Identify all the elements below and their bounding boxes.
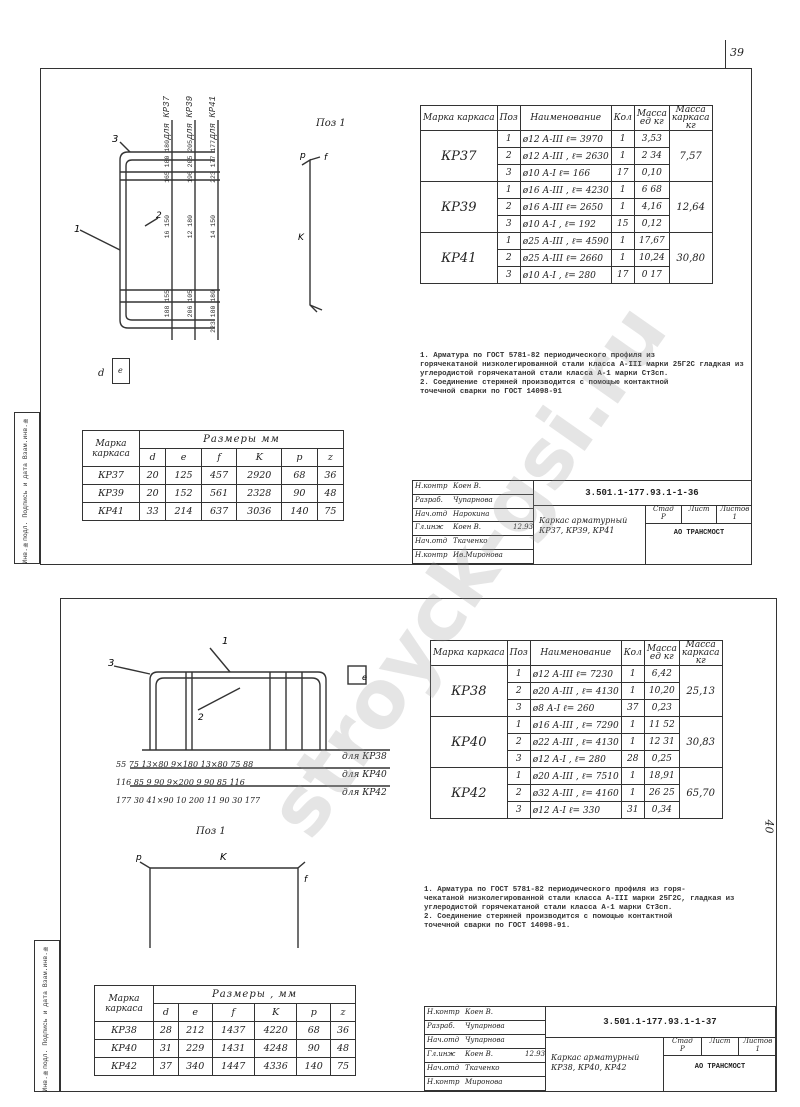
side-stamp-bottom: Инв.№подл. Подпись и дата Взам.инв.№	[34, 940, 60, 1092]
vdim-kp39: для КР39	[185, 96, 195, 140]
label-k: K	[298, 233, 305, 243]
title-block-person: Разраб.Чупарнова	[425, 1021, 545, 1035]
notes-top: 1. Арматура по ГОСТ 5781-82 периодическо…	[420, 352, 744, 396]
label-2-bottom: 2	[198, 713, 204, 723]
notes-bottom: 1. Арматура по ГОСТ 5781-82 периодическо…	[424, 886, 735, 930]
label-p: p	[299, 151, 306, 161]
pos1-label-top: Поз 1	[316, 118, 346, 129]
pos1-label-bottom: Поз 1	[196, 826, 226, 837]
title-block-person: Разраб.Чупарнова	[413, 495, 533, 509]
vdim-value: 14 150	[210, 215, 217, 239]
vdim-value: 16 150	[164, 215, 171, 239]
rebar-cage-drawing-top: 1 2 3 p f K	[74, 120, 329, 340]
label-k-bottom: K	[220, 852, 228, 863]
side-stamp-top: Инв.№подл. Подпись и дата Взам.инв.№	[14, 412, 40, 564]
label-f: f	[324, 153, 329, 163]
label-e-bottom: e	[362, 673, 367, 682]
vdim-kp37: для КР37	[162, 96, 172, 140]
vdim-value: 165 180 180	[164, 140, 171, 183]
vdim-value: 196 205 205	[187, 140, 194, 183]
label-3: 3	[112, 134, 118, 145]
vdim-value: 12 180	[187, 215, 194, 239]
page-number-bottom: 40	[762, 819, 776, 834]
vdim-value: 188 155	[164, 290, 171, 318]
label-p-bottom: p	[135, 853, 142, 863]
vdim-value: 206 105	[187, 290, 194, 318]
sheet-frame-top	[40, 68, 752, 565]
vdim-kp41: для КР41	[208, 96, 218, 140]
page-number-top: 39	[730, 46, 744, 59]
sheet-frame-bottom	[60, 598, 777, 1092]
label-f-bottom: f	[304, 875, 309, 885]
vdim-value: 223 180 180	[210, 290, 217, 333]
label-1-bottom: 1	[222, 636, 228, 647]
vdim-value: 223 177 177	[210, 140, 217, 183]
rebar-cage-drawing-bottom: 1 3 2 e K p f	[108, 636, 390, 948]
label-3-bottom: 3	[108, 658, 114, 669]
spec-table-top: Марка каркаса Поз Наименование Кол Масса…	[420, 105, 713, 284]
spec-table-bottom: Марка каркаса Поз Наименование Кол Масса…	[430, 640, 723, 819]
label-2: 2	[156, 211, 162, 221]
section-de-top: d e	[98, 358, 134, 386]
label-1: 1	[74, 224, 80, 235]
